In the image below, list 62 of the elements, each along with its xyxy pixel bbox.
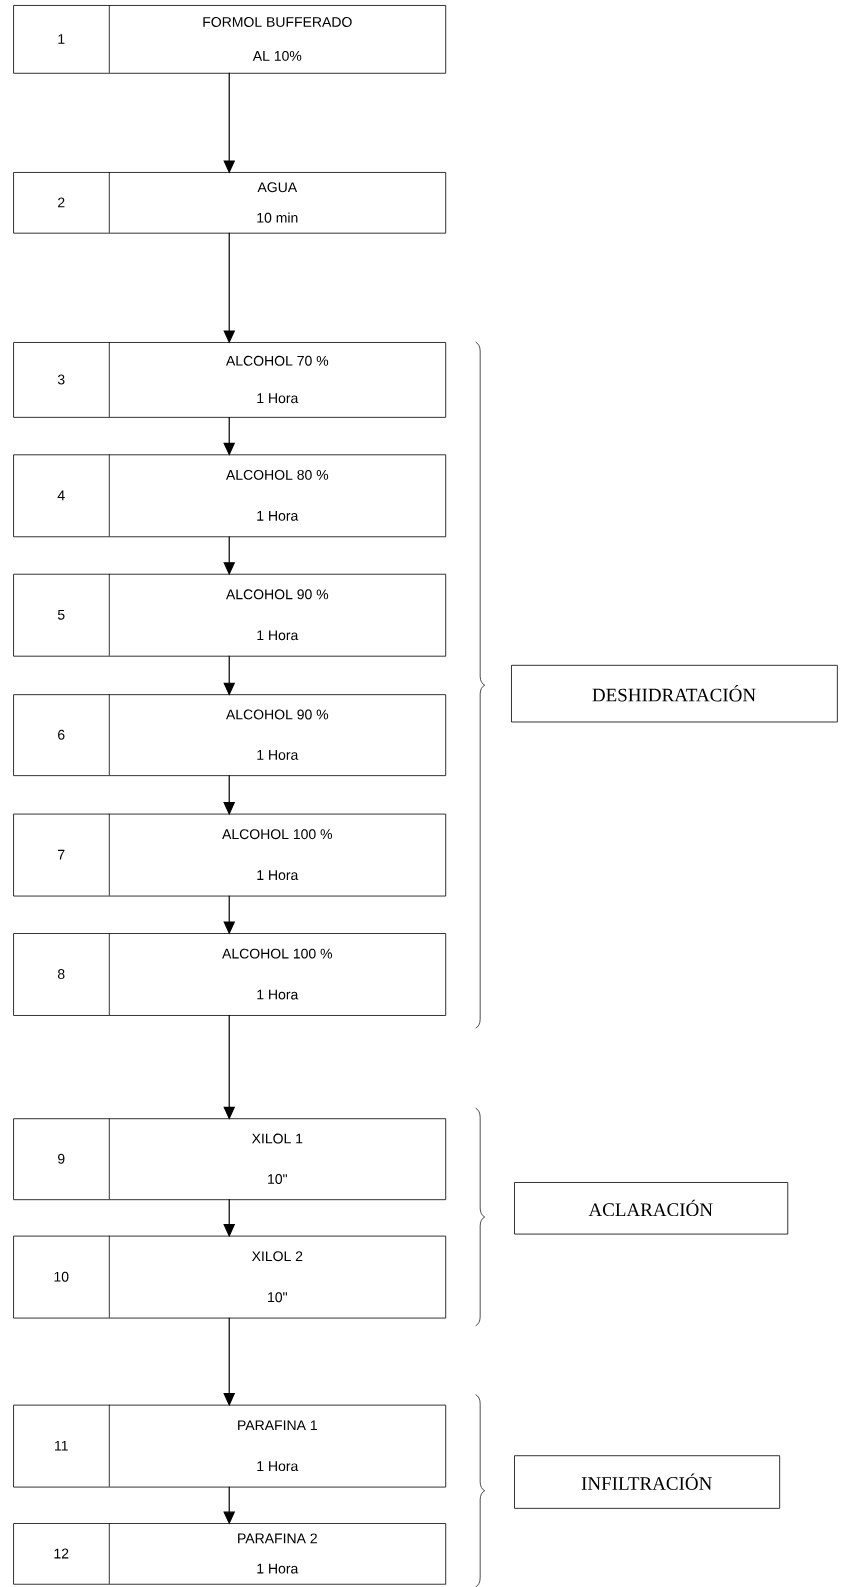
arrow <box>223 232 236 344</box>
arrow <box>223 1317 236 1407</box>
step-number: 1 <box>58 34 65 44</box>
step-label: 1 Hora <box>257 511 299 521</box>
step-label: 1 Hora <box>257 630 299 641</box>
step-label: 10" <box>268 1292 287 1303</box>
arrow <box>223 1014 236 1120</box>
stage-label-box: DESHIDRATACIÓN <box>511 664 838 723</box>
step-number: 9 <box>58 1153 65 1164</box>
step-label: XILOL 2 <box>251 1251 303 1262</box>
step-label: 1 Hora <box>257 989 299 1000</box>
arrow <box>223 774 236 816</box>
arrow <box>223 655 236 696</box>
step-label: PARAFINA 2 <box>238 1533 317 1544</box>
step-number: 7 <box>58 849 65 860</box>
step-number: 6 <box>58 729 65 740</box>
step-box <box>13 454 447 538</box>
step-box <box>13 932 447 1016</box>
step-label: ALCOHOL 100 % <box>222 829 333 840</box>
step-label: AGUA <box>257 182 298 193</box>
step-box <box>13 1117 447 1201</box>
stage-label-box: ACLARACIÓN <box>514 1182 789 1235</box>
step-label: 1 Hora <box>257 393 299 404</box>
step-number: 11 <box>55 1440 68 1451</box>
step-label: ALCOHOL 90 % <box>226 709 329 720</box>
step-number: 10 <box>54 1271 69 1282</box>
arrow <box>223 1198 236 1238</box>
step-box <box>13 573 447 657</box>
step-box <box>13 1522 447 1585</box>
step-box <box>13 341 447 418</box>
step-box <box>13 813 447 897</box>
stage-label-box: INFILTRACIÓN <box>514 1455 781 1509</box>
arrow <box>223 1486 236 1525</box>
step-label: 1 Hora <box>257 750 299 760</box>
step-label: 1 Hora <box>257 870 299 881</box>
step-label: 1 Hora <box>257 1563 299 1574</box>
step-label: XILOL 1 <box>251 1133 303 1144</box>
step-number: 4 <box>57 490 65 501</box>
arrow <box>223 416 236 456</box>
arrow <box>223 72 236 174</box>
step-box <box>13 171 447 234</box>
arrow <box>223 535 236 576</box>
step-label: PARAFINA 1 <box>238 1420 317 1431</box>
step-number: 12 <box>54 1548 69 1559</box>
step-number: 5 <box>57 609 65 620</box>
step-label: ALCOHOL 70 % <box>226 355 329 366</box>
step-number: 3 <box>57 374 65 385</box>
step-number: 8 <box>57 969 65 980</box>
step-box <box>13 1235 447 1319</box>
step-number: 2 <box>58 197 65 208</box>
step-box <box>13 693 447 777</box>
step-box <box>13 4 447 74</box>
step-label: FORMOL BUFFERADO <box>203 17 352 27</box>
step-label: 1 Hora <box>257 1461 299 1472</box>
step-label: ALCOHOL 100 % <box>222 948 333 959</box>
step-box <box>13 1404 447 1488</box>
step-label: AL 10% <box>252 50 302 61</box>
arrow <box>223 895 236 935</box>
step-label: 10" <box>268 1174 287 1184</box>
step-label: 10 min <box>257 212 298 223</box>
step-label: ALCOHOL 90 % <box>226 589 329 600</box>
step-label: ALCOHOL 80 % <box>226 469 329 480</box>
